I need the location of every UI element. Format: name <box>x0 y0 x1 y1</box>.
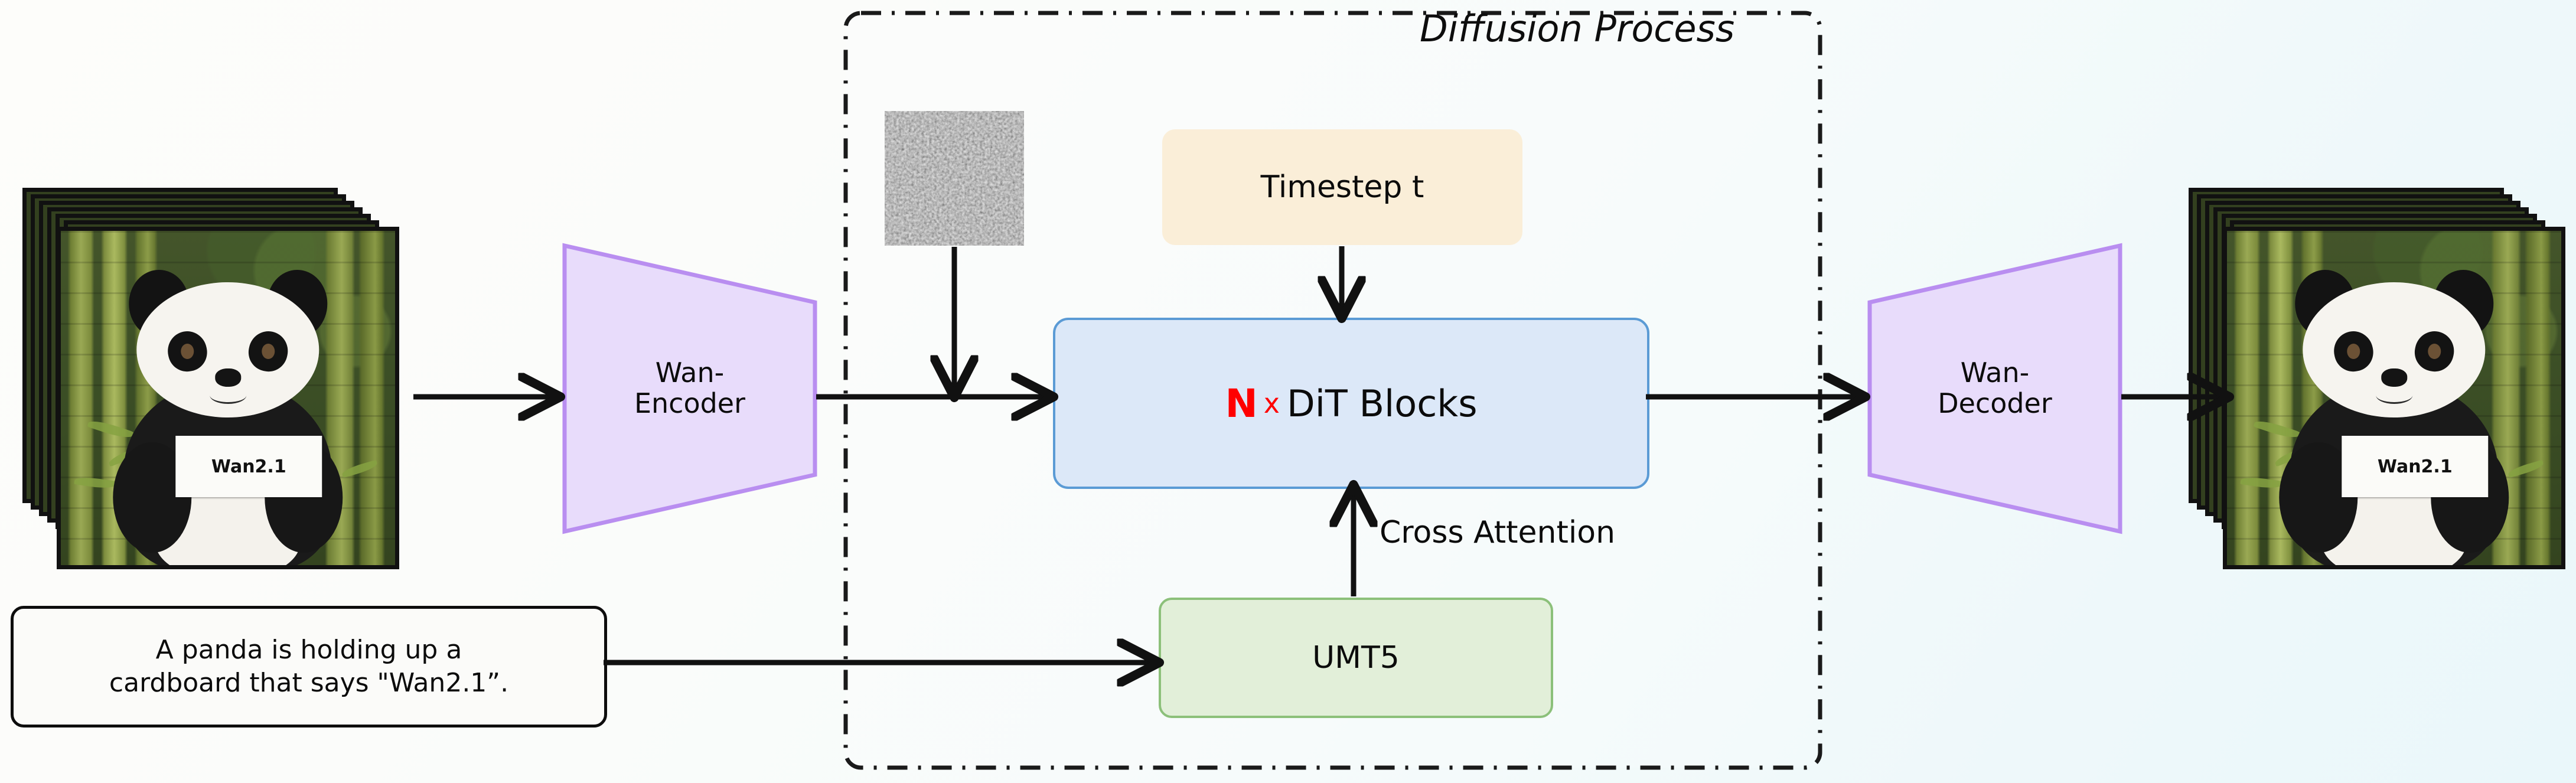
output-video-frame-stack: Wan2.1 <box>2179 188 2569 569</box>
wan-encoder-shape <box>562 243 817 534</box>
prompt-line-1: A panda is holding up a <box>155 634 462 665</box>
output-frame-front: Wan2.1 <box>2223 227 2565 569</box>
cross-attention-label: Cross Attention <box>1380 515 1616 550</box>
input-frame-front: Wan2.1 <box>57 227 399 569</box>
timestep-label: Timestep t <box>1260 169 1424 205</box>
umt5-node[interactable]: UMT5 <box>1159 598 1553 718</box>
cardboard-sign: Wan2.1 <box>2342 436 2488 498</box>
wan-encoder-node[interactable]: Wan- Encoder <box>560 241 820 536</box>
dit-blocks-label: DiT Blocks <box>1286 381 1478 425</box>
sign-text: Wan2.1 <box>211 456 286 477</box>
diffusion-process-label: Diffusion Process <box>1420 7 1735 50</box>
wan-decoder-label: Wan- Decoder <box>1938 357 2052 419</box>
sign-text: Wan2.1 <box>2377 456 2453 477</box>
noise-texture <box>885 111 1024 246</box>
umt5-label: UMT5 <box>1312 640 1400 676</box>
dit-count-label: N <box>1225 380 1258 426</box>
wan-encoder-label: Wan- Encoder <box>634 357 746 419</box>
input-video-frame-stack: Wan2.1 <box>13 188 403 569</box>
gaussian-noise-patch <box>885 111 1024 246</box>
prompt-textbox[interactable]: A panda is holding up a cardboard that s… <box>11 606 607 727</box>
prompt-line-2: cardboard that says "Wan2.1”. <box>109 668 509 698</box>
wan-decoder-node[interactable]: Wan- Decoder <box>1865 241 2125 536</box>
cardboard-sign: Wan2.1 <box>175 436 322 498</box>
timestep-node[interactable]: Timestep t <box>1162 129 1522 245</box>
dit-multiply-icon: x <box>1263 387 1280 419</box>
dit-blocks-node[interactable]: N x DiT Blocks <box>1053 318 1649 489</box>
